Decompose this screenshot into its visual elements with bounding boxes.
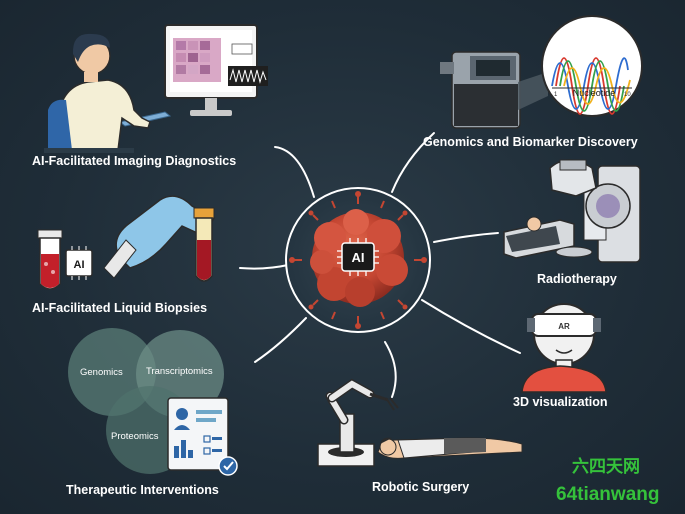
central-hub: AI xyxy=(285,187,431,333)
radiotherapy-machine-icon xyxy=(503,159,641,263)
chart-tick-end: 10 xyxy=(624,92,631,98)
venn-genomics: Genomics xyxy=(80,367,123,378)
chart-axis-label: Nucleotide xyxy=(573,88,616,98)
genomics-label: Genomics and Biomarker Discovery xyxy=(423,135,638,149)
vr-headset-user-icon: AR xyxy=(521,303,607,393)
watermark-line2: 64tianwang xyxy=(556,484,659,505)
surgical-robot-icon xyxy=(317,378,523,467)
center-label: AI xyxy=(352,250,365,265)
connector-robotic xyxy=(384,341,397,398)
connector-visualization xyxy=(421,299,521,354)
connector-genomics xyxy=(391,132,435,193)
doctor-at-computer-icon xyxy=(44,24,268,153)
svg-text:AI: AI xyxy=(74,259,85,271)
visualization-label: 3D visualization xyxy=(513,395,607,409)
connector-liquid xyxy=(239,264,289,270)
chart-tick-start: 1 xyxy=(554,92,558,98)
connector-lines xyxy=(239,132,521,398)
imaging-label: AI-Facilitated Imaging Diagnostics xyxy=(32,154,236,168)
dna-sequencer-icon: 1 10 Nucleotide xyxy=(440,15,643,129)
liquid-biopsies-label: AI-Facilitated Liquid Biopsies xyxy=(32,301,207,315)
blood-sample-tube-icon: AI xyxy=(37,195,216,290)
radiotherapy-label: Radiotherapy xyxy=(537,272,617,286)
venn-proteomics: Proteomics xyxy=(111,431,159,442)
watermark-line1: 六四天网 xyxy=(572,456,640,477)
robotic-surgery-label: Robotic Surgery xyxy=(372,480,469,494)
connector-imaging xyxy=(274,146,315,198)
headset-text: AR xyxy=(558,322,570,331)
therapeutic-label: Therapeutic Interventions xyxy=(66,483,219,497)
venn-transcriptomics: Transcriptomics xyxy=(146,366,213,377)
connector-radiotherapy xyxy=(433,232,499,243)
connector-therapeutic xyxy=(254,317,307,363)
venn-clipboard-icon xyxy=(68,328,238,476)
ai-chip-icon: AI xyxy=(337,238,379,276)
